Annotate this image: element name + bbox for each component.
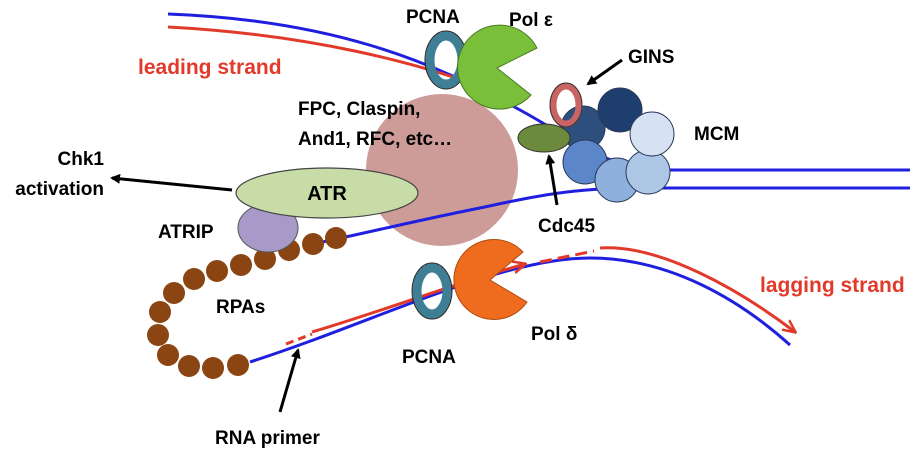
rpa-bead [157, 344, 179, 366]
gins-ring-outline [549, 82, 583, 128]
rpa-bead [227, 354, 249, 376]
rpa-bead [206, 260, 228, 282]
mcm-subunit [597, 87, 643, 133]
rpa-bead [325, 227, 347, 249]
atrip-label: ATRIP [158, 222, 214, 243]
pcna-ring-bottom [411, 262, 453, 320]
fpc-label-line2: And1, RFC, etc… [298, 129, 452, 150]
pcna-bottom-label: PCNA [402, 347, 456, 368]
atr-label: ATR [307, 183, 347, 205]
pol-delta-label: Pol δ [531, 324, 577, 345]
rpa-bead [230, 254, 252, 276]
pcna-top-label: PCNA [406, 7, 460, 28]
rpas-label: RPAs [216, 297, 265, 318]
rpa-bead [302, 233, 324, 255]
rpa-chain [147, 227, 347, 379]
leading-strand-label: leading strand [138, 56, 282, 79]
rpa-bead [254, 248, 276, 270]
lagging-strand-label: lagging strand [760, 274, 905, 297]
pol-delta-shape [453, 239, 528, 320]
cdc45-shape [517, 123, 571, 153]
rpa-bead [202, 357, 224, 379]
rpa-bead [183, 268, 205, 290]
atr-shape [235, 167, 419, 219]
pol-epsilon-label: Pol ε [509, 10, 553, 31]
rpa-bead [163, 282, 185, 304]
cdc45-label: Cdc45 [538, 216, 595, 237]
cdc45-arrow [545, 154, 559, 206]
lagging-nascent-strand-end [599, 246, 795, 332]
mcm-subunit [625, 149, 671, 195]
pcna-ring-shape [425, 31, 467, 89]
rpa-bead [178, 355, 200, 377]
rpa-bead [147, 324, 169, 346]
lagging-template-strand [249, 256, 792, 364]
rna-primer-segment [285, 332, 313, 346]
gins-arrow [586, 58, 623, 86]
chk1-label-line2: activation [15, 179, 104, 200]
chk1-arrow [110, 173, 233, 192]
bottom-parental-strand [317, 186, 910, 245]
rna-primer-label: RNA primer [215, 428, 320, 449]
rpa-bead [149, 301, 171, 323]
chk1-label-line1: Chk1 [58, 149, 105, 170]
mcm-label: MCM [694, 124, 739, 145]
gins-ring [549, 82, 583, 128]
mcm-subunit [629, 111, 675, 157]
fpc-label-line1: FPC, Claspin, [298, 99, 420, 120]
gins-label: GINS [628, 47, 674, 68]
pol-epsilon-shape [457, 24, 538, 110]
pcna-ring-outline [411, 262, 453, 320]
lagging-rna-primer-upper [539, 249, 595, 264]
pcna-ring-shape [412, 263, 452, 319]
rna-primer-arrow [278, 348, 301, 413]
